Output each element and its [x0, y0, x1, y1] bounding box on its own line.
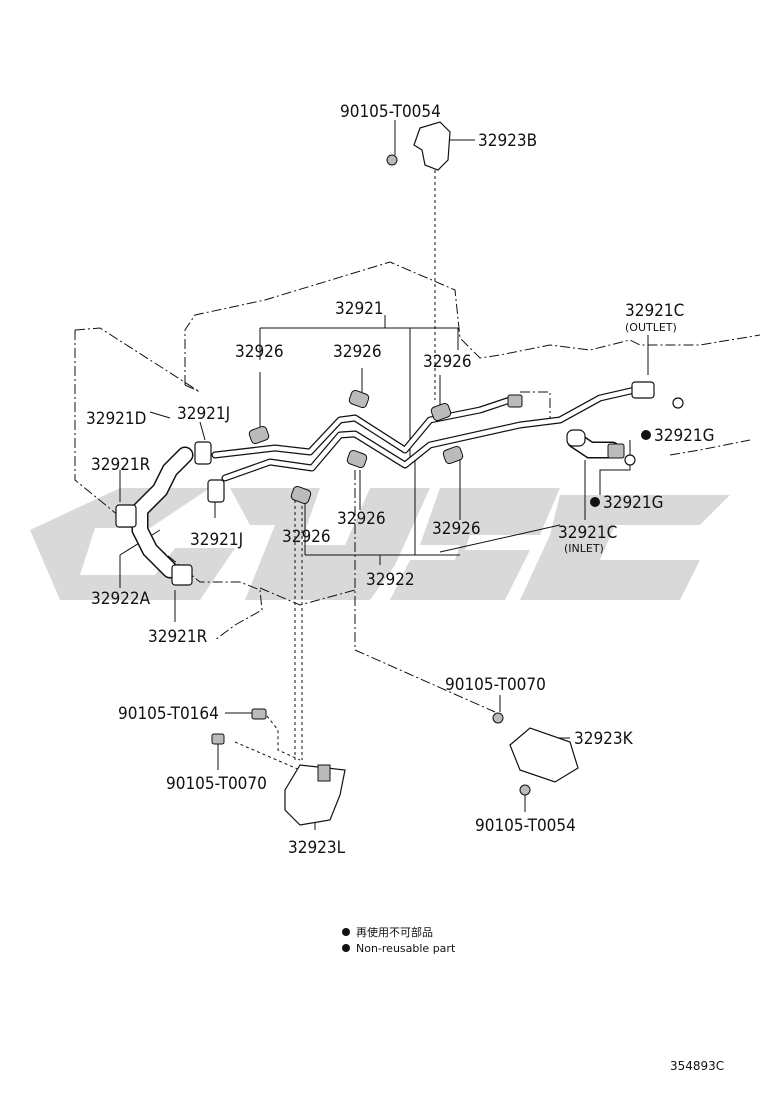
label-clamp-d: 32926	[337, 509, 386, 529]
legend-line-1: 再使用不可部品	[356, 925, 433, 939]
label-clamp-a: 32926	[235, 342, 284, 362]
label-bolt-l2: 90105-T0070	[166, 774, 267, 794]
non-reusable-mark-1	[641, 430, 651, 440]
part-labels: 90105-T0054 32923B 32921 32926 32926 329…	[86, 102, 715, 858]
label-bolt-l1: 90105-T0164	[118, 704, 219, 724]
label-outlet: 32921C	[625, 301, 684, 321]
label-inlet: 32921C	[558, 523, 617, 543]
label-clip-j-low: 32921J	[190, 530, 243, 550]
legend-bullet-1	[342, 928, 350, 936]
label-clamp-c: 32926	[423, 352, 472, 372]
label-hose-d: 32921D	[86, 409, 146, 429]
label-bracket-k: 32923K	[574, 729, 634, 749]
label-inlet-note: (INLET)	[564, 542, 604, 555]
label-clamp-e: 32926	[432, 519, 481, 539]
tube-assembly	[131, 386, 639, 579]
figure-id: 354893C	[670, 1059, 724, 1073]
legend: 再使用不可部品 Non-reusable part	[342, 925, 456, 955]
label-clamp-top: 32923B	[478, 131, 537, 151]
leader-lines	[119, 120, 649, 830]
label-outlet-note: (OUTLET)	[625, 321, 677, 334]
label-bolt-top: 90105-T0054	[340, 102, 441, 122]
legend-bullet-2	[342, 944, 350, 952]
label-tube-sub: 32921	[335, 299, 384, 319]
label-clip-j-top: 32921J	[177, 404, 230, 424]
clamps	[115, 381, 684, 586]
label-clip-r-top: 32921R	[91, 455, 151, 475]
label-clamp-f: 32926	[282, 527, 331, 547]
label-hose-a: 32922A	[91, 589, 151, 609]
assembly-lines	[234, 170, 551, 771]
non-reusable-mark-2	[590, 497, 600, 507]
engine-outline	[74, 261, 760, 641]
legend-line-2: Non-reusable part	[356, 942, 456, 955]
label-clip-r-low: 32921R	[148, 627, 208, 647]
label-bolt-k-low: 90105-T0054	[475, 816, 576, 836]
label-tube-main: 32922	[366, 570, 415, 590]
label-gasket-low: 32921G	[603, 493, 664, 513]
label-clamp-b: 32926	[333, 342, 382, 362]
label-gasket-top: 32921G	[654, 426, 715, 446]
label-bolt-k: 90105-T0070	[445, 675, 546, 695]
brackets	[211, 121, 579, 826]
label-bracket-l: 32923L	[288, 838, 346, 858]
